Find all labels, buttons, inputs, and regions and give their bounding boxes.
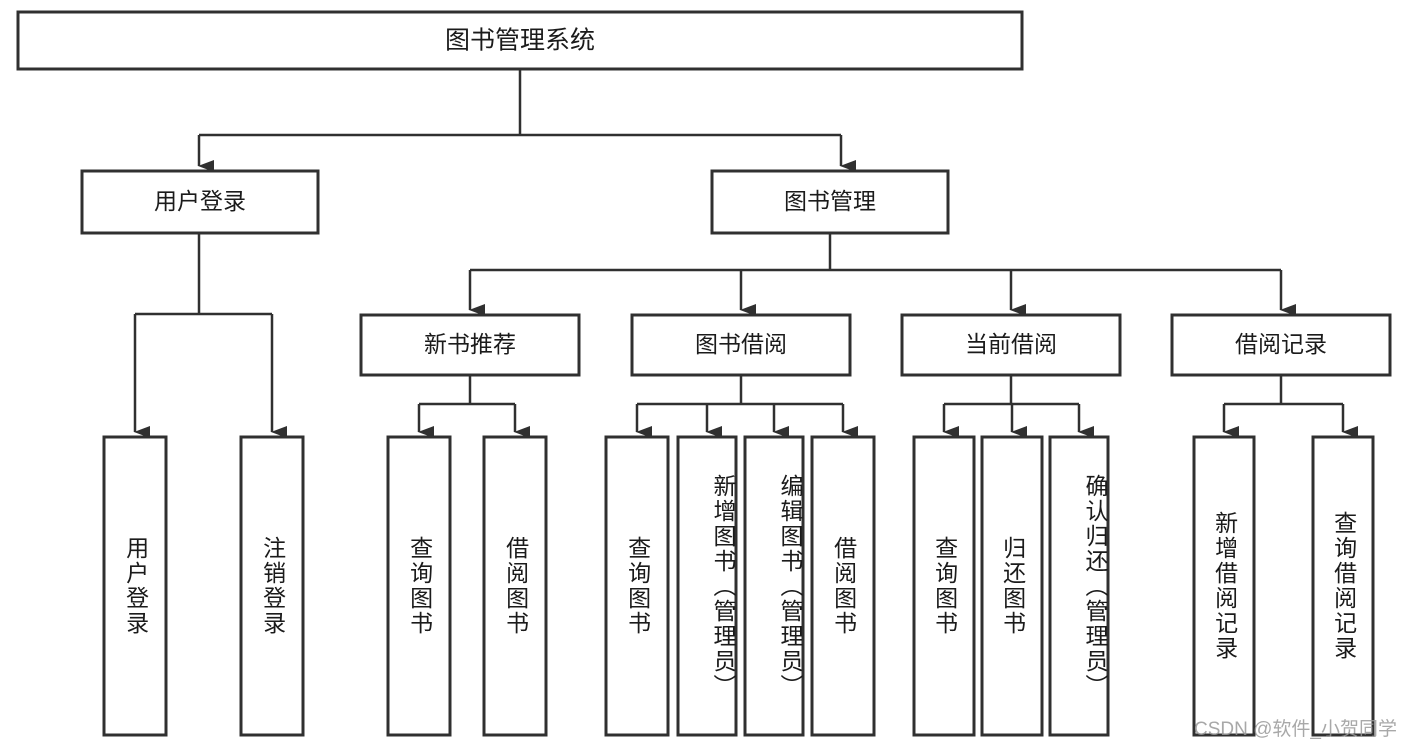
node-current-borrow-box[interactable] xyxy=(900,313,1122,377)
node-leaf-user-login-box[interactable] xyxy=(102,435,168,737)
node-leaf-confirm-return-box[interactable] xyxy=(1048,435,1110,737)
node-leaf-borrow-book-2-box[interactable] xyxy=(810,435,876,737)
node-new-book-rec-label: 新书推荐 xyxy=(424,331,516,357)
node-book-borrow[interactable]: 图书借阅 xyxy=(630,313,852,377)
node-book-borrow-box[interactable] xyxy=(630,313,852,377)
node-borrow-record-label: 借阅记录 xyxy=(1235,331,1327,357)
node-book-manage[interactable]: 图书管理 xyxy=(710,169,950,235)
node-leaf-query-book-1-box[interactable] xyxy=(386,435,452,737)
connector-currentborrow-to-leaves xyxy=(942,375,1094,438)
csdn-watermark: CSDN @软件_小贺同学 xyxy=(1194,719,1397,740)
node-leaf-query-book-2-box[interactable] xyxy=(604,435,670,737)
node-leaf-query-book-3-box[interactable] xyxy=(912,435,976,737)
node-book-borrow-label: 图书借阅 xyxy=(695,331,787,357)
node-root-label: 图书管理系统 xyxy=(445,27,595,55)
node-leaf-borrow-book-1-box[interactable] xyxy=(482,435,548,737)
node-current-borrow-label: 当前借阅 xyxy=(965,331,1057,357)
node-root-box[interactable] xyxy=(16,10,1024,71)
node-user-login-box[interactable] xyxy=(80,169,320,235)
connector-root-to-level2 xyxy=(197,69,856,172)
connector-borrowrecord-to-leaves xyxy=(1222,375,1358,438)
connector-newbook-to-leaves xyxy=(417,375,530,438)
leaf-boxes xyxy=(102,435,1375,737)
connector-bookmanage-to-level3 xyxy=(468,233,1296,316)
node-root[interactable]: 图书管理系统 xyxy=(16,10,1024,71)
node-leaf-logout-box[interactable] xyxy=(239,435,305,737)
node-current-borrow[interactable]: 当前借阅 xyxy=(900,313,1122,377)
connector-bookborrow-to-leaves xyxy=(635,375,858,438)
node-leaf-return-book-box[interactable] xyxy=(980,435,1044,737)
connector-userlogin-to-leaves xyxy=(133,233,287,438)
node-leaf-query-record-box[interactable] xyxy=(1311,435,1375,737)
node-leaf-add-record-box[interactable] xyxy=(1192,435,1256,737)
node-new-book-rec-box[interactable] xyxy=(359,313,581,377)
node-borrow-record-box[interactable] xyxy=(1170,313,1392,377)
node-book-manage-box[interactable] xyxy=(710,169,950,235)
node-book-manage-label: 图书管理 xyxy=(784,188,876,214)
node-user-login-label: 用户登录 xyxy=(154,188,246,214)
node-borrow-record[interactable]: 借阅记录 xyxy=(1170,313,1392,377)
node-new-book-rec[interactable]: 新书推荐 xyxy=(359,313,581,377)
node-leaf-edit-book-box[interactable] xyxy=(743,435,805,737)
node-leaf-add-book-box[interactable] xyxy=(676,435,738,737)
node-user-login[interactable]: 用户登录 xyxy=(80,169,320,235)
